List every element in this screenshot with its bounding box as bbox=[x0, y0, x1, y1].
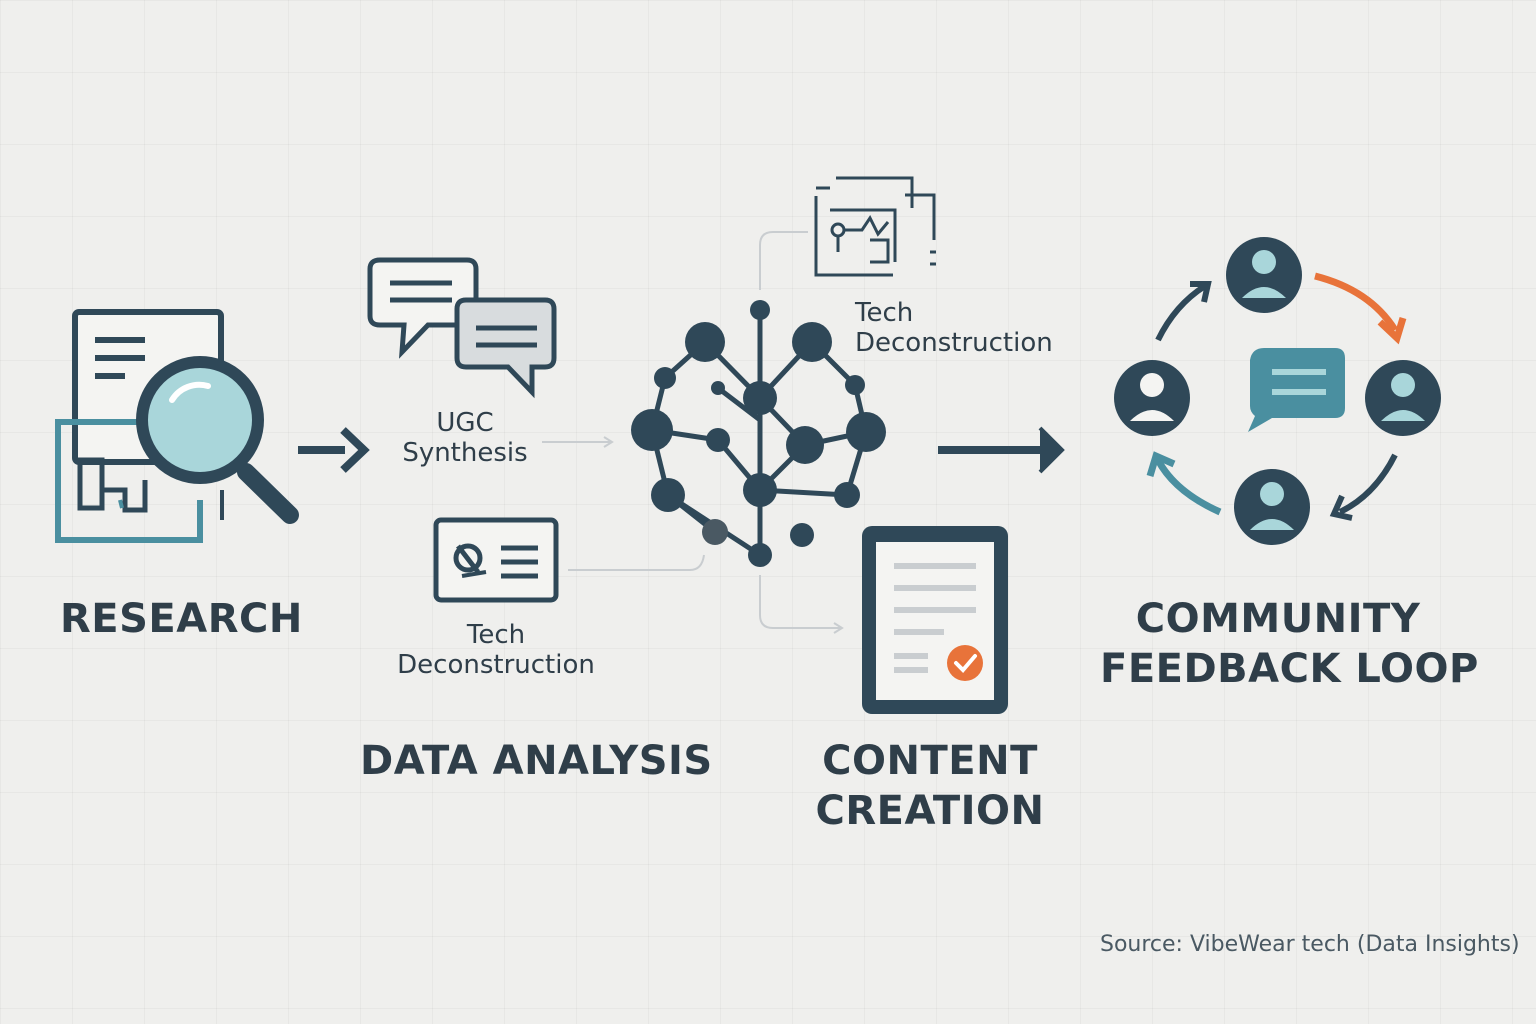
stage-label-content-creation: CONTENT CREATION bbox=[805, 736, 1055, 836]
ugc-synthesis-label: UGC Synthesis bbox=[400, 408, 530, 468]
user-avatar-icon bbox=[1234, 469, 1310, 545]
circuit-chart-icon bbox=[814, 176, 936, 277]
tablet-document-icon bbox=[862, 526, 1008, 714]
arrow-right-icon bbox=[298, 427, 370, 473]
arrow-right-icon bbox=[938, 426, 1065, 474]
tech-deconstruction-label-top: Tech Deconstruction bbox=[855, 298, 1053, 358]
neural-nodes bbox=[631, 300, 886, 567]
user-avatar-icon bbox=[1226, 237, 1302, 313]
tech-top-line2: Deconstruction bbox=[855, 328, 1053, 358]
stage-label-research: RESEARCH bbox=[60, 596, 303, 642]
source-note: Source: VibeWear tech (Data Insights) bbox=[1100, 932, 1520, 957]
user-avatar-icon bbox=[1365, 360, 1441, 436]
document-magnifier-icon bbox=[55, 309, 299, 543]
neural-network-icon bbox=[649, 310, 869, 558]
community-cycle-icon bbox=[1114, 237, 1441, 545]
community-line2: FEEDBACK LOOP bbox=[1100, 646, 1479, 692]
tech-left-line1: Tech bbox=[466, 620, 526, 650]
stage-label-community-feedback-loop: COMMUNITY FEEDBACK LOOP bbox=[1100, 594, 1479, 694]
tech-deconstruction-label-left: Tech Deconstruction bbox=[390, 620, 602, 680]
content-creation-line1: CONTENT bbox=[822, 738, 1038, 784]
content-creation-line2: CREATION bbox=[815, 788, 1045, 834]
tech-left-line2: Deconstruction bbox=[397, 650, 595, 680]
tech-top-line1: Tech bbox=[855, 298, 914, 328]
stage-label-data-analysis: DATA ANALYSIS bbox=[360, 738, 713, 784]
id-card-icon bbox=[433, 517, 559, 603]
chat-bubble-icon bbox=[1248, 348, 1345, 432]
ugc-label-line2: Synthesis bbox=[402, 438, 528, 468]
chat-bubbles-icon bbox=[367, 257, 557, 399]
user-avatar-icon bbox=[1114, 360, 1190, 436]
community-line1: COMMUNITY bbox=[1135, 596, 1421, 642]
ugc-label-line1: UGC bbox=[436, 408, 494, 438]
